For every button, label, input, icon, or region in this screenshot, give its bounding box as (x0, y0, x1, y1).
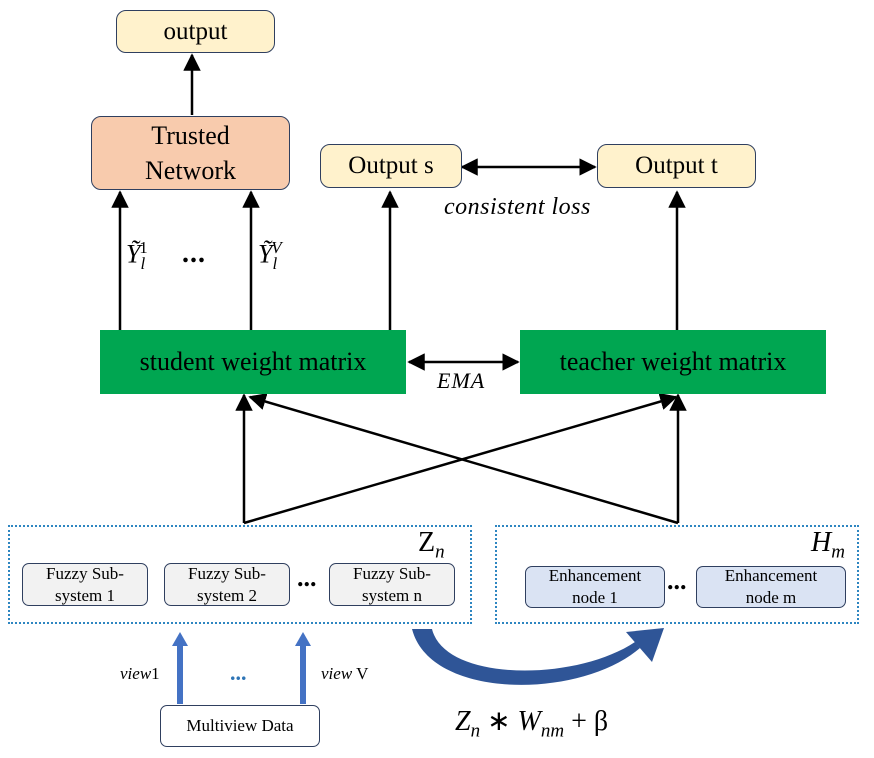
output-t-node: Output t (597, 144, 756, 188)
fuzzy-subsystem-2-line1: Fuzzy Sub- (188, 563, 266, 583)
arrow-viewv (295, 632, 311, 704)
enhancement-nodes-group (495, 525, 859, 624)
y-label-first: Ỹl1 (126, 238, 148, 273)
output-node: output (116, 10, 275, 53)
fuzzy-subsystem-1: Fuzzy Sub- system 1 (22, 563, 148, 606)
ema-label: EMA (437, 368, 486, 393)
enhancement-node-1: Enhancement node 1 (525, 566, 665, 608)
curved-arrow-zn-to-hm (412, 628, 664, 685)
enhancement-node-m: Enhancement node m (696, 566, 846, 608)
fuzzy-subsystem-n-line2: system n (362, 585, 422, 605)
view1-label: view1 (120, 664, 160, 683)
zn-label: Zn (418, 527, 445, 563)
enhancement-node-1-line1: Enhancement (548, 566, 642, 585)
fuzzy-subsystem-n-line1: Fuzzy Sub- (353, 563, 431, 583)
output-label: output (163, 17, 228, 45)
multiview-data-node: Multiview Data (160, 705, 320, 747)
arrow-view1 (172, 632, 188, 704)
enhancement-node-m-line1: Enhancement (724, 566, 818, 585)
output-t-label: Output t (635, 152, 718, 179)
consistent-loss-label: consistent loss (444, 194, 591, 220)
y-ellipsis: ... (182, 238, 206, 269)
student-weight-matrix-label: student weight matrix (139, 347, 367, 376)
enhancement-node-1-line2: node 1 (572, 588, 618, 607)
enhancement-node-m-line2: node m (745, 588, 797, 607)
fuzzy-ellipsis: ... (297, 563, 317, 592)
view-ellipsis: ... (230, 660, 247, 685)
teacher-weight-matrix: teacher weight matrix (520, 330, 826, 394)
trusted-network-label-line2: Network (145, 156, 236, 185)
arrow-hm-to-student (248, 393, 679, 525)
formula-label: Zn ∗ Wnm + β (455, 706, 609, 742)
hm-label: Hm (811, 527, 845, 563)
multiview-data-label: Multiview Data (186, 716, 294, 735)
output-s-label: Output s (348, 152, 434, 179)
viewv-label: view V (321, 664, 369, 683)
y-label-last: ỸlV (258, 238, 282, 273)
teacher-weight-matrix-label: teacher weight matrix (559, 347, 787, 376)
enhancement-ellipsis: ... (667, 566, 687, 595)
fuzzy-subsystem-n: Fuzzy Sub- system n (329, 563, 455, 606)
output-s-node: Output s (320, 144, 462, 188)
student-weight-matrix: student weight matrix (100, 330, 406, 394)
fuzzy-subsystem-2-line2: system 2 (197, 585, 257, 605)
fuzzy-subsystem-1-line1: Fuzzy Sub- (46, 563, 124, 583)
trusted-network-label-line1: Trusted (151, 121, 230, 150)
fuzzy-subsystem-1-line2: system 1 (55, 585, 115, 605)
fuzzy-subsystems-group (8, 525, 472, 624)
fuzzy-subsystem-2: Fuzzy Sub- system 2 (164, 563, 290, 606)
trusted-network-node: Trusted Network (91, 116, 290, 190)
